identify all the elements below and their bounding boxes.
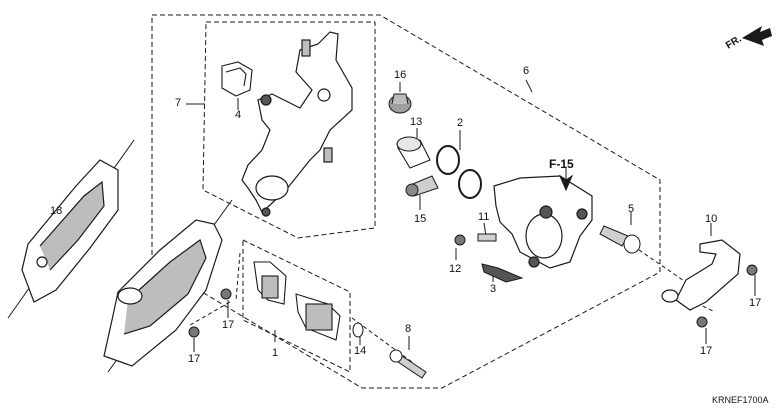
callout-12: 12: [449, 263, 462, 275]
caliper-body: [493, 175, 593, 269]
callout-5: 5: [628, 203, 635, 215]
callout-17: 17: [222, 319, 235, 331]
callout-2: 2: [457, 117, 464, 129]
callout-17: 17: [749, 297, 762, 309]
pad-pin-5: [599, 225, 641, 254]
stay-bracket-10: [661, 239, 741, 311]
brake-pads: [253, 261, 341, 341]
leader-6: [525, 79, 533, 93]
callout-11: 11: [478, 211, 490, 223]
caliper-guard: [103, 219, 223, 367]
reference-label: F-15: [549, 157, 574, 171]
slide-pin-15: [405, 175, 439, 197]
callout-15: 15: [414, 213, 427, 225]
pad-retainer-3: [481, 263, 524, 283]
guide-line: [235, 252, 241, 301]
bolts-17: [188, 264, 758, 338]
pad-set-boundary-1: [242, 239, 351, 373]
guide-line: [189, 301, 231, 326]
callout-16: 16: [394, 69, 407, 81]
callout-7: 7: [175, 97, 182, 109]
callout-17: 17: [188, 353, 201, 365]
callout-13: 13: [410, 116, 423, 128]
callout-17: 17: [700, 345, 713, 357]
bracket-group-boundary-7: [202, 21, 376, 239]
drawing-code: KRNEF1700A: [712, 395, 769, 405]
pad-clip-14: [352, 322, 364, 338]
reference-arrow: [558, 168, 574, 192]
guide-line: [689, 299, 716, 313]
guide-line: [351, 317, 413, 363]
piston-seals: [436, 145, 482, 199]
callout-14: 14: [354, 345, 367, 357]
callout-18: 18: [50, 205, 63, 217]
callout-1: 1: [272, 347, 279, 359]
callout-3: 3: [490, 283, 497, 295]
brake-guard-18: [21, 159, 119, 303]
bleeder-valve: [454, 233, 497, 246]
callout-10: 10: [705, 213, 718, 225]
callout-6: 6: [523, 65, 530, 77]
piston-13: [396, 136, 431, 169]
front-direction-arrow: [742, 26, 772, 46]
caliper-bracket: [241, 31, 353, 217]
callout-8: 8: [405, 323, 412, 335]
pad-spring-clip: [221, 61, 253, 97]
callout-4: 4: [235, 109, 242, 121]
pin-bolt-8: [389, 349, 427, 379]
boot-16: [388, 93, 412, 114]
